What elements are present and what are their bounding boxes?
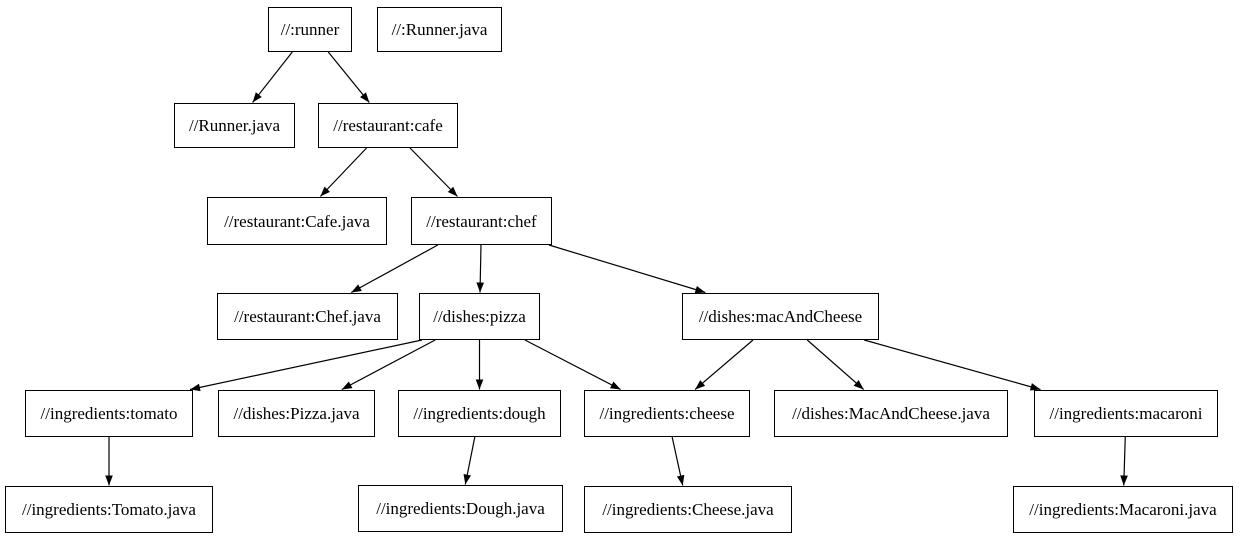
graph-node-root-runner-java: //:Runner.java (377, 7, 502, 52)
graph-node-chef-java: //restaurant:Chef.java (217, 293, 398, 340)
graph-node-label: //Runner.java (188, 116, 281, 135)
graph-node-label: //ingredients:cheese (599, 404, 735, 423)
graph-node-label: //dishes:MacAndCheese.java (792, 404, 990, 423)
graph-node-dough: //ingredients:dough (398, 390, 561, 437)
graph-edges (105, 51, 1128, 486)
graph-node-pizza: //dishes:pizza (419, 293, 540, 340)
graph-edge-dough-to-dough-java (463, 436, 476, 485)
graph-edge-mac-and-cheese-to-macaroni (864, 339, 1041, 391)
graph-edge-pizza-to-pizza-java (341, 339, 436, 391)
graph-node-label: //ingredients:dough (413, 404, 546, 423)
graph-edge-chef-to-mac-and-cheese (548, 244, 706, 294)
graph-edge-macaroni-to-macaroni-java (1120, 436, 1128, 486)
graph-node-label: //restaurant:Cafe.java (224, 211, 370, 231)
graph-edge-pizza-to-cheese (524, 339, 621, 391)
graph-edge-chef-to-chef-java (350, 244, 439, 294)
graph-node-cafe: //restaurant:cafe (318, 103, 458, 148)
graph-edge-pizza-to-tomato (189, 339, 423, 392)
graph-edge-runner-to-cafe (327, 51, 370, 103)
graph-node-macaroni-java: //ingredients:Macaroni.java (1013, 486, 1233, 533)
graph-edge-cafe-to-cafe-java (319, 147, 367, 197)
graph-node-pizza-java: //dishes:Pizza.java (218, 390, 375, 437)
graph-node-cafe-java: //restaurant:Cafe.java (207, 197, 387, 245)
graph-node-label: //restaurant:Chef.java (234, 307, 381, 326)
graph-node-tomato-java: //ingredients:Tomato.java (5, 486, 213, 533)
graph-node-label: //ingredients:tomato (40, 404, 178, 423)
graph-node-label: //restaurant:chef (426, 211, 537, 231)
graph-node-label: //:Runner.java (391, 20, 488, 39)
graph-node-label: //dishes:Pizza.java (233, 404, 360, 423)
graph-node-mac-and-cheese: //dishes:macAndCheese (682, 293, 879, 340)
graph-node-label: //dishes:macAndCheese (698, 307, 863, 326)
graph-node-tomato: //ingredients:tomato (25, 390, 193, 437)
graph-edge-mac-and-cheese-to-mac-and-cheese-java (806, 339, 865, 390)
graph-node-cheese: //ingredients:cheese (584, 390, 750, 437)
graph-edge-mac-and-cheese-to-cheese (694, 339, 754, 390)
graph-edge-runner-to-runner-java (252, 51, 293, 103)
graph-node-label: //ingredients:Macaroni.java (1029, 500, 1217, 519)
graph-node-runner-java: //Runner.java (174, 103, 295, 148)
graph-node-label: //restaurant:cafe (333, 116, 443, 135)
graph-node-runner: //:runner (268, 7, 352, 52)
graph-edge-chef-to-pizza (476, 244, 485, 293)
graph-node-label: //ingredients:Cheese.java (602, 500, 774, 519)
graph-node-mac-and-cheese-java: //dishes:MacAndCheese.java (774, 390, 1008, 437)
graph-node-label: //ingredients:Tomato.java (22, 500, 196, 519)
graph-node-label: //ingredients:macaroni (1049, 404, 1203, 423)
graph-node-macaroni: //ingredients:macaroni (1034, 390, 1218, 437)
graph-node-dough-java: //ingredients:Dough.java (358, 485, 563, 532)
graph-node-label: //:runner (280, 20, 340, 39)
graph-node-cheese-java: //ingredients:Cheese.java (584, 486, 792, 533)
graph-node-chef: //restaurant:chef (411, 197, 552, 245)
graph-edge-cheese-to-cheese-java (671, 436, 685, 486)
graph-edge-cafe-to-chef (409, 147, 458, 197)
graph-node-label: //dishes:pizza (433, 307, 526, 326)
graph-node-label: //ingredients:Dough.java (376, 499, 545, 518)
